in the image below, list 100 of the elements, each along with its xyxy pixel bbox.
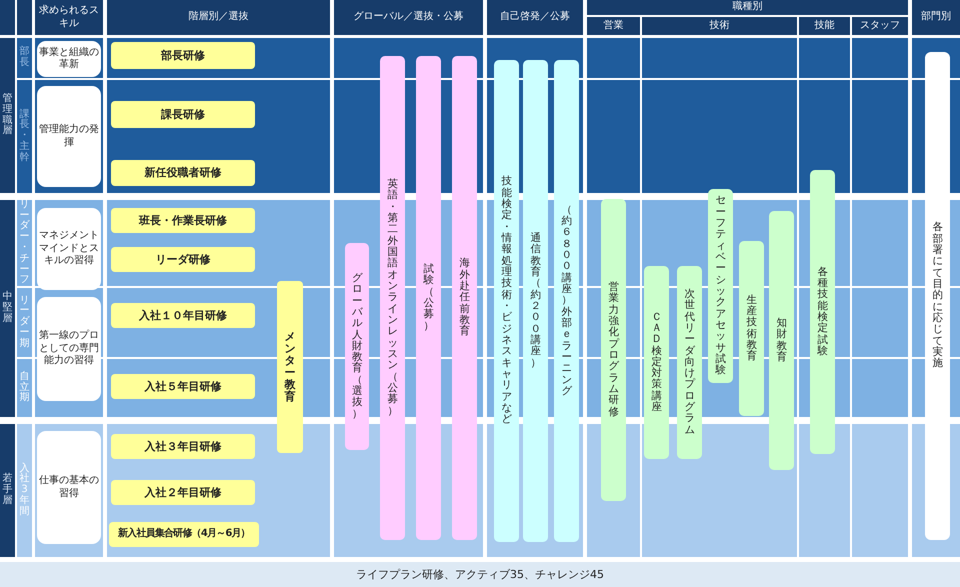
training-label: 新任役職者研修 [144,166,222,180]
row-header [0,38,15,193]
column-header [852,17,908,35]
training-box [111,42,255,69]
training-label: 技能検定・情報処理技術・ビジネスキャリアなど [501,176,512,426]
header-label: 職種別 [732,1,762,14]
training-bar [277,281,303,453]
skill-label: 管理能力の発揮 [39,124,99,149]
training-box [111,374,255,399]
row-label: 部長 [20,47,30,69]
training-label: メンター教育 [284,331,296,403]
training-bar [925,52,950,540]
header-label: 自己啓発／公募 [500,11,570,24]
training-label: 入社３年目研修 [144,440,222,454]
training-label: ＣＡＤ検定対策講座 [651,312,662,414]
header-label: 階層別／選抜 [188,11,248,24]
training-box [111,434,255,459]
row-label: リーダー期 [20,296,30,350]
skill-card [37,41,101,77]
training-label: 新入社員集合研修（4月～6月） [118,528,250,541]
training-box [111,208,255,233]
training-bar [380,56,405,540]
skill-card [37,431,101,544]
row-label: リーダー・チーフ [20,200,30,286]
training-label: 英語・第二外国語オンラインレッスン（公募） [387,179,398,417]
training-label: 各部署にて目的に応じて実施 [932,222,943,370]
skill-card [37,86,101,187]
row-label: 入社3年間 [20,464,30,518]
column-header [642,17,797,35]
training-bar [739,241,764,416]
column-header [107,0,330,35]
training-bar [452,56,477,540]
row-header [17,38,32,78]
skill-label: 事業と組織の革新 [39,46,99,72]
training-label: 通信教育（約２００講座） [530,233,541,369]
training-label: 各種技能検定試験 [817,266,828,358]
skill-label: マネジメントマインドとスキルの習得 [39,230,99,268]
column-header [587,0,908,15]
training-label: 入社１０年目研修 [139,308,227,322]
training-box [109,522,259,547]
training-bar [494,60,519,542]
training-label: 営業力強化プログラム研修 [608,282,619,418]
skill-label: 第一線のプロとしての専門能力の習得 [39,330,99,368]
training-label: 班長・作業長研修 [139,214,227,228]
training-label: 部長研修 [161,48,205,62]
training-label: グローバル人財教育（選抜） [352,272,362,420]
skill-label: 仕事の基本の習得 [39,475,99,500]
row-label: 若手層 [2,474,12,507]
column-header [334,0,483,35]
training-box [111,160,255,186]
training-box [111,247,255,272]
training-bar [416,56,441,540]
row-label: 中堅層 [2,292,12,325]
header-label: 営業 [604,20,624,32]
footer-label: ライフプラン研修、アクティブ35、チャレンジ45 [356,568,604,582]
row-label: 管理職層 [2,94,12,138]
header-label: 求められるスキル [38,5,100,30]
header-label: グローバル／選抜・公募 [354,11,464,24]
row-header [0,200,15,417]
training-label: 課長研修 [161,108,205,122]
training-label: 入社２年目研修 [144,486,222,500]
header-label: 技術 [710,20,730,32]
training-box [111,101,255,128]
training-bar [345,243,369,450]
training-bar [601,199,626,501]
training-label: 次世代リーダ向けプログラム [684,288,695,436]
row-header [17,288,32,357]
training-label: 知財教育 [776,318,787,364]
training-label: リーダ研修 [156,252,210,266]
column-header [487,0,583,35]
skill-card [37,297,101,401]
row-label: 自立期 [20,372,30,404]
row-header [0,424,15,557]
row-header [17,424,32,557]
training-bar [769,211,794,470]
skill-card [37,208,101,290]
training-bar [523,60,548,542]
header-label: 部門別 [921,11,951,24]
training-label: 試験（公募） [423,264,434,332]
column-header [912,0,960,35]
training-box [111,303,255,328]
training-label: セーフティベーシックアセッサ試験 [715,195,726,377]
training-bar [677,266,702,459]
header-label: スタッフ [860,20,900,32]
training-box [111,480,255,505]
training-bar [644,266,669,459]
column-header [35,0,103,35]
header-label: 技能 [814,20,834,32]
training-label: 海外赴任前教育 [459,258,470,338]
row-header [17,80,32,193]
column-header [587,17,640,35]
training-label: 入社５年目研修 [144,380,222,394]
training-label: （約６８００講座）外部ｅラーニング [561,204,572,398]
row-header [17,359,32,417]
training-bar [554,60,579,542]
row-label: 課長・主幹 [20,110,30,164]
training-bar [708,189,733,383]
footer-band [0,562,960,587]
training-bar [810,170,835,454]
column-header [799,17,850,35]
